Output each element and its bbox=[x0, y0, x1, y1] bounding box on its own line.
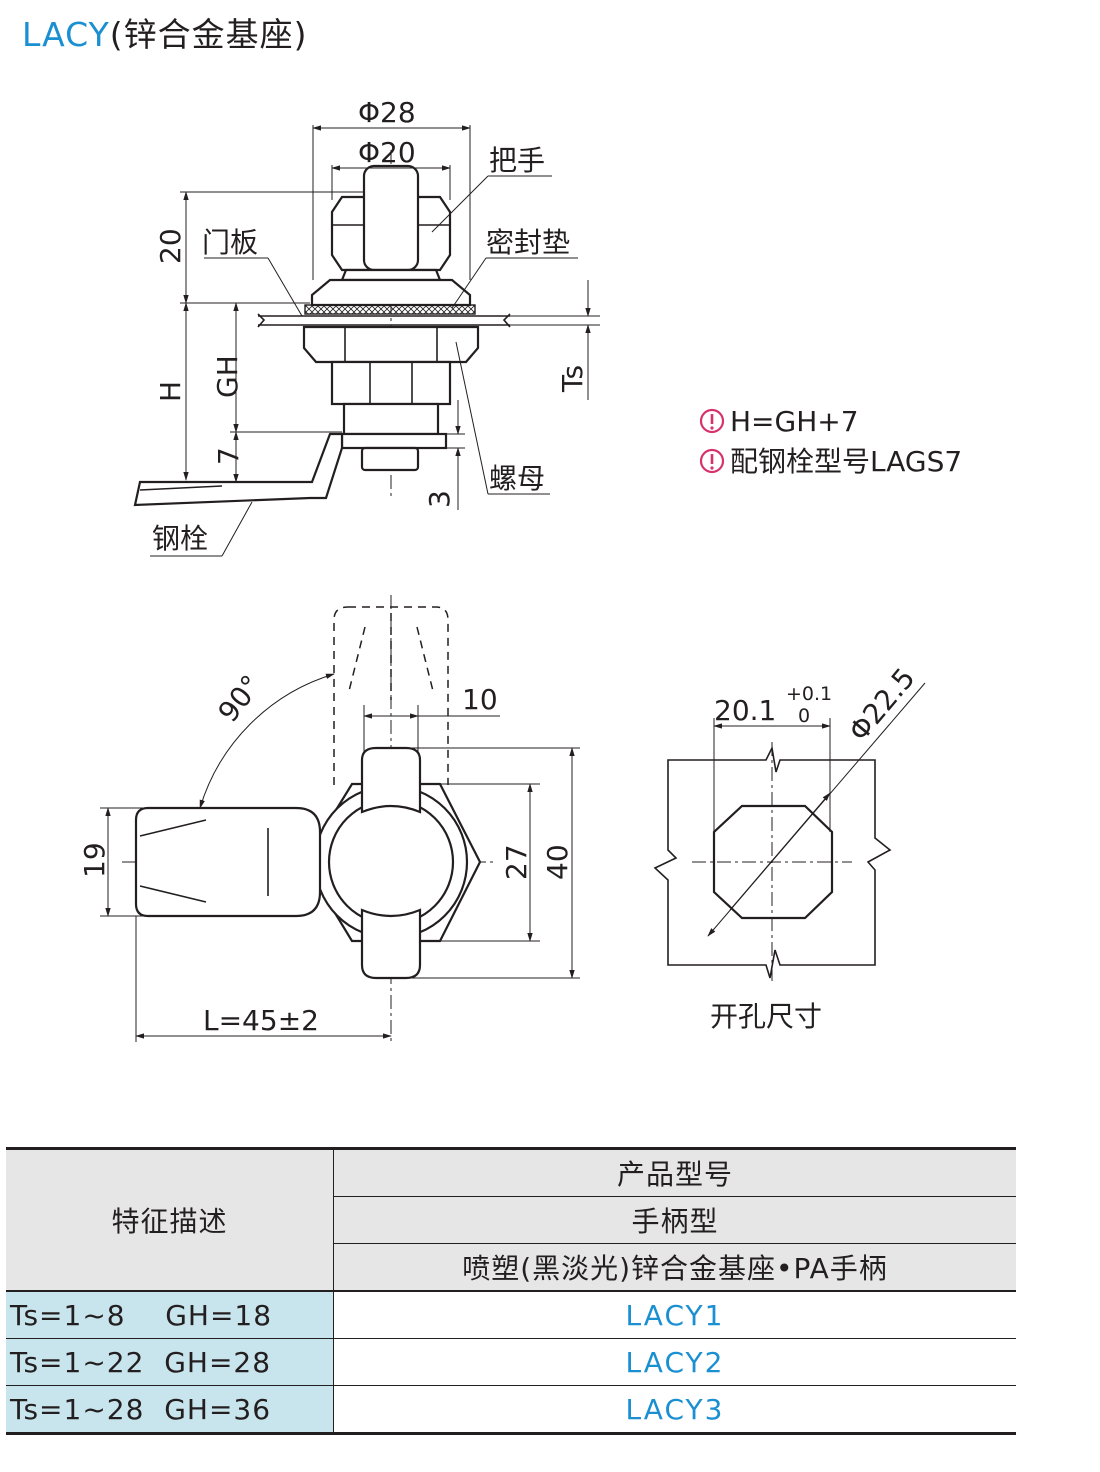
dim-10: 10 bbox=[462, 683, 498, 716]
handle-wing-top bbox=[360, 746, 422, 814]
label-seal: 密封垫 bbox=[486, 226, 570, 259]
product-header: 产品型号 bbox=[333, 1147, 1016, 1197]
panel-outline bbox=[653, 745, 892, 979]
dim-GH: GH bbox=[211, 355, 244, 398]
label-bolt: 钢栓 bbox=[152, 522, 208, 555]
handle-grip bbox=[362, 164, 420, 272]
latch-bolt bbox=[133, 432, 344, 507]
handle-wing-bottom bbox=[360, 908, 422, 980]
table-row: Ts=1~22 GH=28 LACY2 bbox=[6, 1338, 1016, 1386]
door-panel bbox=[258, 315, 510, 326]
label-nut: 螺母 bbox=[489, 462, 545, 495]
title-subtitle: (锌合金基座) bbox=[109, 15, 308, 54]
bezel bbox=[310, 278, 472, 307]
note-icon bbox=[699, 448, 725, 474]
dim-phi20: Φ20 bbox=[358, 136, 416, 169]
dim-handle-height: 20 bbox=[154, 228, 187, 264]
dim-Ts: Ts bbox=[556, 365, 589, 393]
table-row: Ts=1~28 GH=36 LACY3 bbox=[6, 1385, 1016, 1435]
dim-tol-lower: 0 bbox=[798, 705, 810, 727]
dim-19: 19 bbox=[78, 842, 111, 878]
notes: H=GH+7 配钢栓型号LAGS7 bbox=[699, 405, 962, 478]
row-code: LACY3 bbox=[333, 1385, 1016, 1435]
table-header-row: 手柄型 bbox=[6, 1196, 1016, 1244]
type-header: 手柄型 bbox=[333, 1196, 1016, 1244]
cutout-caption: 开孔尺寸 bbox=[710, 1000, 822, 1033]
side-view: Φ28 Φ20 20 H GH 7 Ts 3 把手 门板 bbox=[133, 96, 600, 557]
row-spec: Ts=1~22 GH=28 bbox=[6, 1338, 334, 1386]
dim-27: 27 bbox=[500, 844, 533, 880]
seal-gasket bbox=[304, 304, 476, 315]
note-bolt-model: 配钢栓型号LAGS7 bbox=[730, 445, 962, 478]
dim-3: 3 bbox=[423, 490, 456, 508]
note-icon bbox=[699, 408, 725, 434]
cutout-view: 20.1 +0.1 0 Φ22.5 开孔尺寸 bbox=[653, 662, 926, 1033]
table-header-row: 喷塑(黑淡光)锌合金基座•PA手柄 bbox=[6, 1243, 1016, 1292]
technical-drawing: Φ28 Φ20 20 H GH 7 Ts 3 把手 门板 bbox=[78, 96, 962, 1045]
front-view: 90° 10 19 27 40 L=45±2 bbox=[78, 595, 580, 1045]
spec-table: 特征描述 产品型号 手柄型 喷塑(黑淡光)锌合金基座•PA手柄 Ts=1~8 G… bbox=[6, 1147, 1016, 1435]
dim-tol-upper: +0.1 bbox=[786, 683, 832, 705]
dim-40: 40 bbox=[541, 844, 574, 880]
label-handle: 把手 bbox=[489, 144, 545, 177]
dim-cutout-width: 20.1 bbox=[714, 694, 776, 727]
row-spec: Ts=1~28 GH=36 bbox=[6, 1385, 334, 1435]
row-code: LACY1 bbox=[333, 1290, 1016, 1339]
dim-7: 7 bbox=[212, 447, 245, 465]
body-hex bbox=[330, 360, 452, 406]
material-header: 喷塑(黑淡光)锌合金基座•PA手柄 bbox=[333, 1243, 1016, 1292]
dim-angle: 90° bbox=[212, 669, 269, 728]
row-spec: Ts=1~8 GH=18 bbox=[6, 1290, 334, 1339]
note-formula: H=GH+7 bbox=[730, 405, 859, 438]
label-door: 门板 bbox=[202, 226, 258, 259]
dim-phi28: Φ28 bbox=[358, 96, 416, 129]
table-header-row: 特征描述 产品型号 bbox=[6, 1147, 1016, 1292]
dim-length: L=45±2 bbox=[203, 1004, 319, 1037]
front-bolt-arm bbox=[134, 806, 322, 918]
mount-nut bbox=[302, 325, 480, 364]
feature-header: 特征描述 bbox=[6, 1147, 334, 1292]
row-code: LACY2 bbox=[333, 1338, 1016, 1386]
page-title: LACY(锌合金基座) bbox=[22, 8, 308, 56]
table-row: Ts=1~8 GH=18 LACY1 bbox=[6, 1290, 1016, 1339]
dim-cutout-phi: Φ22.5 bbox=[842, 662, 922, 748]
title-code: LACY bbox=[22, 15, 110, 54]
dim-H: H bbox=[154, 381, 187, 402]
